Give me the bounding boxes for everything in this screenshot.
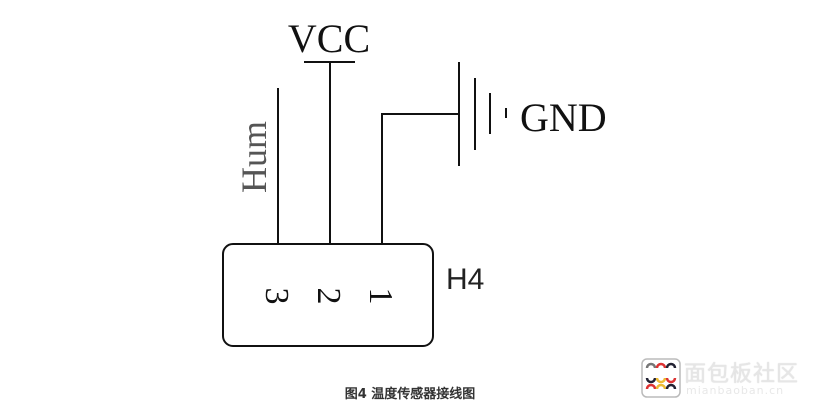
hum-label: Hum (234, 121, 274, 193)
gnd-wire (381, 113, 459, 244)
connector-label: H4 (446, 263, 484, 296)
pin-3: 3 (258, 288, 295, 305)
watermark: 面包板社区 mianbaoban.cn (640, 356, 815, 401)
watermark-logo-icon (641, 358, 681, 398)
watermark-url: mianbaoban.cn (686, 384, 785, 397)
figure-caption: 图4 温度传感器接线图 (344, 387, 476, 402)
pin-1: 1 (362, 288, 399, 305)
pin-2: 2 (310, 288, 347, 305)
vcc-label: VCC (288, 16, 370, 61)
connector-h4 (222, 243, 434, 347)
ground-symbol (458, 62, 507, 166)
gnd-label: GND (520, 95, 607, 140)
watermark-title: 面包板社区 (684, 362, 800, 387)
